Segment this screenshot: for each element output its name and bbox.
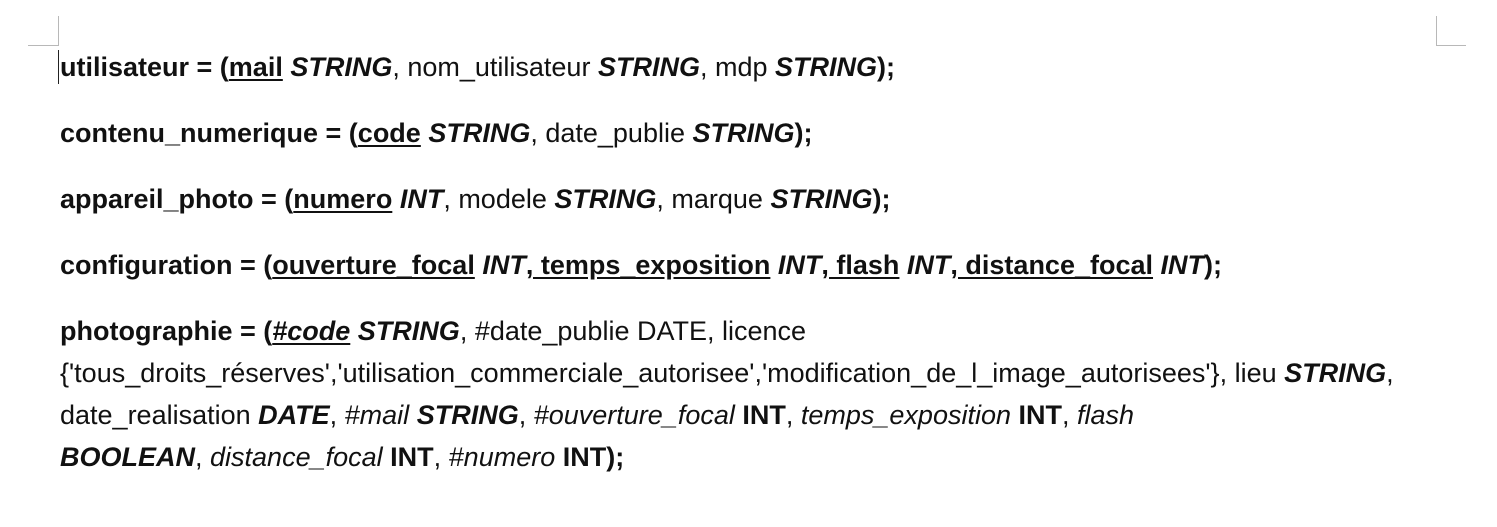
page-margin-marker-top-left <box>58 16 59 46</box>
primary-foreign-key: #code <box>272 316 351 346</box>
relation-appareil-photo[interactable]: appareil_photo = (numero INT, modele STR… <box>60 178 1440 220</box>
type: DATE <box>258 400 330 430</box>
separator: , <box>785 400 801 430</box>
type: INT <box>474 250 526 280</box>
separator: , <box>1062 400 1078 430</box>
attribute: , nom_utilisateur <box>392 52 598 82</box>
primary-key: ouverture_focal <box>272 250 475 280</box>
document-body[interactable]: utilisateur = (mail STRING, nom_utilisat… <box>60 46 1440 478</box>
relation-name: photographie = ( <box>60 316 273 346</box>
attribute: , mdp <box>699 52 775 82</box>
relation-name: utilisateur = ( <box>60 52 229 82</box>
type: INT <box>1153 250 1205 280</box>
type: STRING <box>350 316 460 346</box>
type: INT <box>770 250 822 280</box>
type: BOOLEAN <box>60 442 195 472</box>
attribute: , marque <box>656 184 771 214</box>
primary-key: , flash <box>821 250 900 280</box>
type: STRING <box>282 52 393 82</box>
type: STRING <box>409 400 519 430</box>
foreign-key: #numero <box>448 442 556 472</box>
closing: ); <box>606 442 625 472</box>
closing: ); <box>872 184 891 214</box>
type: INT <box>382 442 434 472</box>
relation-name: configuration = ( <box>60 250 273 280</box>
type: INT <box>899 250 951 280</box>
primary-key: code <box>357 118 421 148</box>
separator: , <box>518 400 534 430</box>
closing: ); <box>1204 250 1222 280</box>
relation-configuration[interactable]: configuration = (ouverture_focal INT, te… <box>60 244 1440 286</box>
separator: , <box>329 400 345 430</box>
separator: , <box>433 442 449 472</box>
type: STRING <box>554 184 657 214</box>
relation-photographie[interactable]: photographie = (#code STRING, #date_publ… <box>60 310 1440 478</box>
attribute: , #date_publie DATE, licence {'tous_droi… <box>60 316 1285 388</box>
attribute: , date_realisation <box>60 358 1394 430</box>
page-margin-marker-top-right <box>1436 16 1437 46</box>
primary-key: , distance_focal <box>950 250 1154 280</box>
type: INT <box>555 442 607 472</box>
type: STRING <box>692 118 795 148</box>
page-margin-marker-top-right-horizontal <box>1436 45 1466 46</box>
closing: ); <box>877 52 895 82</box>
relation-contenu-numerique[interactable]: contenu_numerique = (code STRING, date_p… <box>60 112 1440 154</box>
separator: , <box>195 442 211 472</box>
relation-name: contenu_numerique = ( <box>60 118 358 148</box>
attribute-italic: temps_exposition <box>800 400 1011 430</box>
foreign-key: #ouverture_focal <box>533 400 735 430</box>
attribute-italic: distance_focal <box>210 442 383 472</box>
relation-name: appareil_photo = ( <box>60 184 294 214</box>
foreign-key: #mail <box>344 400 410 430</box>
primary-key: numero <box>293 184 393 214</box>
type: INT <box>1011 400 1063 430</box>
attribute-italic: flash <box>1077 400 1135 430</box>
type: STRING <box>770 184 873 214</box>
closing: ); <box>794 118 813 148</box>
page-margin-marker-top-left-horizontal <box>28 45 58 46</box>
type: STRING <box>420 118 531 148</box>
text-cursor <box>58 50 59 84</box>
primary-key: , temps_exposition <box>525 250 771 280</box>
attribute: , modele <box>443 184 555 214</box>
type: STRING <box>597 52 700 82</box>
type: INT <box>734 400 786 430</box>
type: INT <box>392 184 444 214</box>
relation-utilisateur[interactable]: utilisateur = (mail STRING, nom_utilisat… <box>60 46 1440 88</box>
attribute: , date_publie <box>530 118 693 148</box>
primary-key: mail <box>228 52 283 82</box>
type: STRING <box>1284 358 1387 388</box>
type: STRING <box>775 52 878 82</box>
